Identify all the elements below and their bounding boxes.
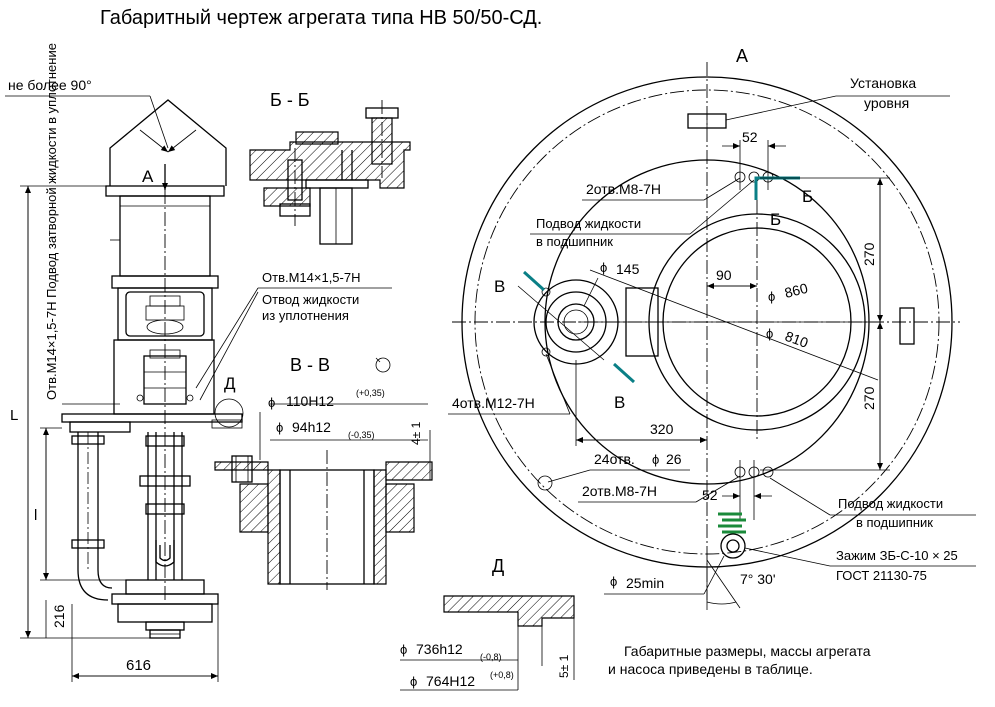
holes-24-d: 26 bbox=[666, 451, 682, 467]
footnote-line-1: Габаритные размеры, массы агрегата bbox=[624, 643, 871, 659]
angle-7-30: 7° 30' bbox=[740, 571, 776, 587]
holes-24: 24отв. bbox=[594, 451, 635, 467]
dim-270-top: 270 bbox=[861, 242, 877, 266]
section-v-upper: В bbox=[494, 277, 505, 296]
phi-736: ϕ bbox=[400, 642, 407, 657]
plan-view-a: А Установка уровня 52 Б Б 2отв.М8-7Н bbox=[448, 46, 976, 610]
supply-top-1: Подвод жидкости bbox=[536, 216, 641, 231]
dim-d810: 810 bbox=[783, 328, 811, 351]
view-a-arrow-label: А bbox=[142, 167, 154, 186]
section-b-upper: Б bbox=[802, 187, 813, 206]
clamp-label-2: ГОСТ 21130-75 bbox=[836, 568, 927, 583]
dim-d736: 736h12 bbox=[416, 641, 463, 657]
phi-860: ϕ bbox=[768, 289, 775, 304]
dim-d110-tol: (+0,35) bbox=[356, 388, 385, 398]
dim-52-top: 52 bbox=[742, 129, 758, 145]
phi-94: ϕ bbox=[276, 420, 283, 435]
detail-d: Д ϕ 736h12 (-0,8) ϕ 764Н12 (+0,8) 5± 1 bbox=[400, 556, 575, 691]
phi-764: ϕ bbox=[410, 674, 417, 689]
section-vv: В - В ϕ 110Н12 (+0,35) ϕ 94h12 (-0,35) 4… bbox=[214, 355, 433, 590]
dim-d860: 860 bbox=[783, 280, 810, 301]
dim-52-bottom: 52 bbox=[702, 487, 718, 503]
holes-m12: 4отв.М12-7Н bbox=[452, 395, 535, 411]
detail-d-label: Д bbox=[492, 556, 504, 576]
dim-5: 5± 1 bbox=[557, 654, 571, 678]
phi-810: ϕ bbox=[766, 326, 773, 341]
dim-216: 216 bbox=[51, 604, 67, 628]
dim-L: L bbox=[10, 407, 18, 424]
phi-26: ϕ bbox=[652, 452, 659, 467]
section-v-lower: В bbox=[614, 393, 625, 412]
supply-bottom-2: в подшипник bbox=[856, 515, 933, 530]
dim-d764: 764Н12 bbox=[426, 673, 475, 689]
dim-4: 4± 1 bbox=[409, 421, 423, 445]
footnote-line-2: и насоса приведены в таблице. bbox=[608, 661, 813, 677]
phi-25: ϕ bbox=[610, 574, 617, 589]
level-label-2: уровня bbox=[864, 95, 909, 111]
dim-d94-tol: (-0,35) bbox=[348, 430, 375, 440]
dim-270-bottom: 270 bbox=[861, 386, 877, 410]
drain-note-1: Отвод жидкости bbox=[262, 292, 359, 307]
dim-d94: 94h12 bbox=[292, 419, 331, 435]
dim-320: 320 bbox=[650, 421, 674, 437]
dim-d110: 110Н12 bbox=[286, 393, 334, 409]
dim-d736-tol: (-0,8) bbox=[480, 652, 502, 662]
angle-note: не более 90° bbox=[8, 77, 92, 93]
dim-l: l bbox=[34, 507, 37, 524]
holes-m8-bottom: 2отв.М8-7Н bbox=[582, 483, 657, 499]
view-d-label: Д bbox=[224, 374, 236, 393]
dim-d764-tol: (+0,8) bbox=[490, 670, 514, 680]
phi-145: ϕ bbox=[600, 260, 607, 275]
side-note-vertical: Отв.М14×1,5-7Н Подвод затворной жидкости… bbox=[44, 43, 59, 400]
hole-note: Отв.М14×1,5-7Н bbox=[262, 270, 360, 285]
clamp-label-1: Зажим ЗБ-С-10 × 25 bbox=[836, 548, 958, 563]
supply-bottom-1: Подвод жидкости bbox=[838, 496, 943, 511]
drain-note-2: из уплотнения bbox=[262, 308, 349, 323]
pump-side-view: не более 90° А Д bbox=[5, 43, 392, 682]
dim-616: 616 bbox=[126, 657, 151, 674]
dim-d25: 25min bbox=[626, 575, 664, 591]
section-bb: Б - Б bbox=[249, 90, 411, 245]
section-b-lower: Б bbox=[770, 210, 781, 229]
holes-m8-top: 2отв.М8-7Н bbox=[586, 181, 661, 197]
level-label-1: Установка bbox=[850, 75, 916, 91]
phi-110: ϕ bbox=[268, 395, 275, 410]
section-vv-label: В - В bbox=[290, 355, 330, 375]
dim-d145: 145 bbox=[616, 261, 640, 277]
supply-top-2: в подшипник bbox=[536, 234, 613, 249]
drawing-title: Габаритный чертеж агрегата типа НВ 50/50… bbox=[100, 7, 542, 29]
dim-90: 90 bbox=[716, 267, 732, 283]
section-bb-label: Б - Б bbox=[270, 90, 310, 110]
view-a-label: А bbox=[736, 46, 748, 66]
